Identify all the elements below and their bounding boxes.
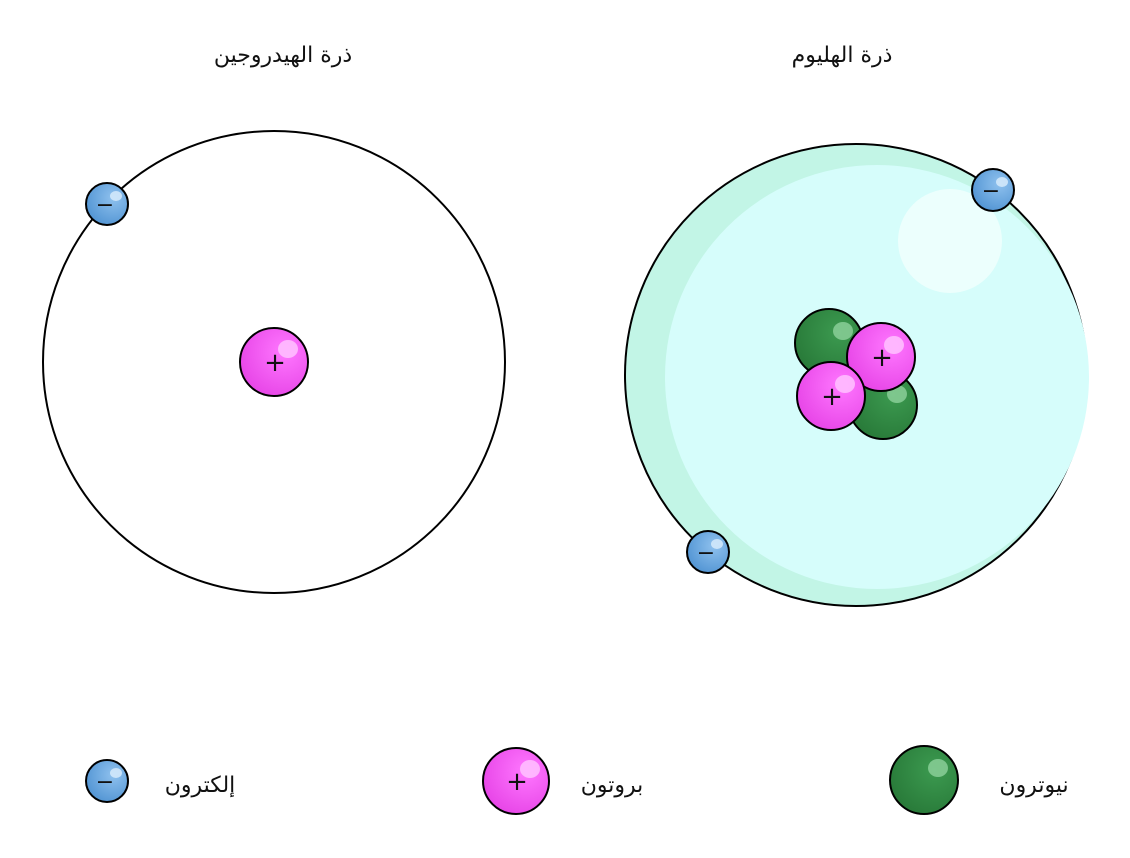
- legend-neutron-label: نيوترون: [999, 773, 1068, 798]
- legend: − إلكترون + بروتون نيوترون: [85, 745, 1069, 815]
- legend-electron: − إلكترون: [85, 759, 236, 803]
- legend-electron-icon: −: [85, 759, 129, 803]
- legend-proton: + بروتون: [482, 747, 644, 815]
- helium-electron-1: −: [971, 168, 1015, 212]
- hydrogen-electron: −: [85, 182, 129, 226]
- helium-electron-1-sign: −: [982, 179, 1000, 204]
- hydrogen-orbit: [42, 130, 506, 594]
- hydrogen-title: ذرة الهيدروجين: [214, 43, 352, 68]
- helium-nucleus: + +: [794, 308, 918, 440]
- legend-electron-sign: −: [96, 770, 114, 795]
- helium-neutron-1: [794, 308, 864, 378]
- legend-electron-label: إلكترون: [165, 773, 236, 798]
- helium-title: ذرة الهليوم: [792, 43, 893, 68]
- helium-proton-1-sign: +: [871, 343, 893, 373]
- legend-proton-icon: +: [482, 747, 550, 815]
- helium-atom: + + − −: [624, 143, 1089, 607]
- helium-proton-2-sign: +: [821, 382, 843, 412]
- legend-neutron: نيوترون: [889, 745, 1069, 815]
- hydrogen-proton: +: [239, 327, 309, 397]
- helium-electron-2: −: [686, 530, 730, 574]
- legend-proton-sign: +: [506, 767, 528, 797]
- helium-cloud-highlight: [898, 189, 1002, 293]
- legend-proton-label: بروتون: [581, 773, 644, 798]
- helium-proton-2: +: [796, 361, 866, 431]
- legend-neutron-icon: [889, 745, 959, 815]
- hydrogen-proton-sign: +: [264, 348, 286, 378]
- hydrogen-atom: + −: [42, 130, 506, 594]
- hydrogen-electron-sign: −: [96, 193, 114, 218]
- helium-electron-2-sign: −: [697, 541, 715, 566]
- helium-proton-1: +: [846, 322, 916, 392]
